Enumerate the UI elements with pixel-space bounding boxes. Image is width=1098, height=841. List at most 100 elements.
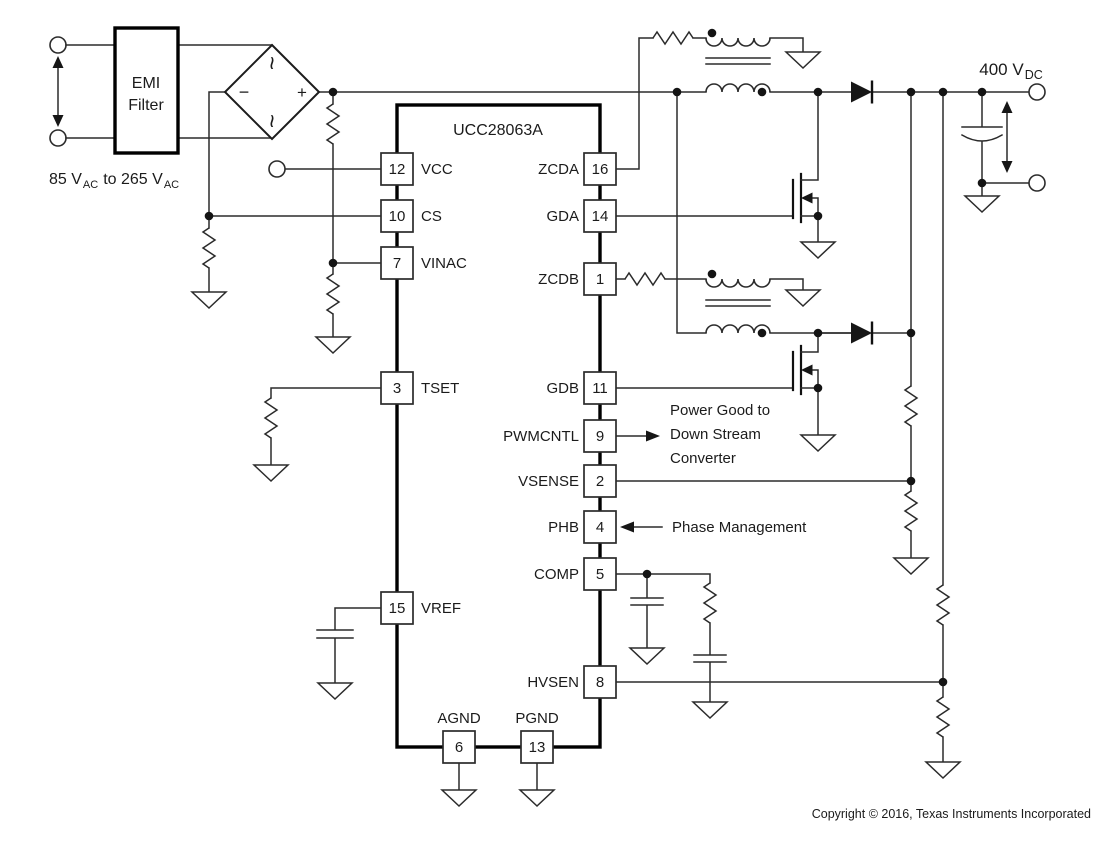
copyright-note: Copyright © 2016, Texas Instruments Inco… (812, 807, 1091, 821)
dc-output-terminal-positive (1028, 83, 1046, 101)
ground-symbol (253, 464, 289, 482)
aux-winding-a (705, 37, 771, 47)
pin-name: VREF (421, 600, 461, 617)
pin-name: GDA (546, 208, 579, 225)
pin-number: 11 (592, 380, 608, 397)
arrow-up-icon (52, 56, 64, 68)
pin-name: VINAC (421, 255, 467, 272)
zcda-resistor (652, 31, 694, 45)
pin-3-tset: 3 TSET (380, 371, 459, 405)
pin-number: 2 (596, 473, 604, 490)
vsense-divider (615, 91, 929, 575)
pwmcntl-note-line2: Down Stream (670, 426, 761, 443)
hvsen-upper-resistor (936, 584, 950, 626)
mosfet-body-arrow-icon (801, 364, 813, 376)
phb-arrow-note: Phase Management (620, 519, 807, 536)
pin-name: VSENSE (518, 473, 579, 490)
zcda-resistor-link (615, 31, 707, 170)
arrow-left-icon (620, 521, 634, 533)
mosfet-body-arrow-icon (801, 192, 813, 204)
ground-symbol (800, 434, 836, 452)
pin-number: 4 (596, 519, 604, 536)
output-capacitor (960, 91, 1030, 213)
pin-number: 5 (596, 566, 604, 583)
diode-icon (851, 322, 872, 344)
emi-filter-label-2: Filter (128, 97, 164, 114)
pin-10-cs: 10 CS (380, 199, 442, 233)
phb-note-label: Phase Management (672, 519, 807, 536)
pin-number: 9 (596, 428, 604, 445)
ground-symbol (964, 195, 1000, 213)
pin-number: 12 (389, 161, 406, 178)
pin-14-gda: 14 GDA (546, 199, 617, 233)
tset-resistor (264, 397, 278, 439)
ground-symbol (629, 647, 665, 665)
phase-dot (707, 28, 717, 38)
vsense-lower-resistor (904, 490, 918, 532)
ac-input-terminal-top (49, 36, 67, 54)
pin-number: 6 (455, 739, 463, 756)
pin-16-zcda: 16 ZCDA (538, 152, 617, 186)
pin-number: 3 (393, 380, 401, 397)
boost-transformer-a (705, 37, 821, 93)
dc-output-terminal-negative (1028, 174, 1046, 192)
emi-filter-block: EMI Filter (113, 26, 180, 155)
bridge-ac-symbol-top: ~ (258, 56, 285, 70)
pin-name: TSET (421, 380, 459, 397)
pin-11-gdb: 11 GDB (546, 371, 617, 405)
ic-body (395, 103, 602, 749)
pin-13-pgnd: 13 PGND (515, 710, 559, 807)
pin-number: 16 (592, 161, 609, 178)
hvsen-lower-resistor (936, 696, 950, 738)
ground-symbol (191, 291, 227, 309)
vinac-upper-resistor (326, 103, 340, 145)
bridge-plus-label: + (297, 83, 307, 102)
pin-8-hvsen: 8 HVSEN (527, 665, 617, 699)
pwmcntl-note-line3: Converter (670, 450, 736, 467)
phase-dot (757, 328, 767, 338)
pin-name: GDB (546, 380, 579, 397)
pin-number: 10 (389, 208, 406, 225)
ground-symbol (800, 241, 836, 259)
boost-transformer-b (705, 278, 852, 334)
vinac-lower-resistor (326, 273, 340, 315)
boost-diode-b (817, 321, 912, 345)
vinac-divider (315, 91, 382, 354)
boost-diode-a (851, 80, 874, 104)
comp-network (615, 573, 728, 719)
ground-symbol (925, 761, 961, 779)
pin-name: CS (421, 208, 442, 225)
ground-symbol (893, 557, 929, 575)
ground-symbol (519, 789, 555, 807)
pin-name: AGND (437, 710, 481, 727)
pin-name: PHB (548, 519, 579, 536)
arrow-right-icon (646, 430, 660, 442)
ground-symbol (441, 789, 477, 807)
phase-b-feed-wire (676, 91, 707, 334)
pin-name: PWMCNTL (503, 428, 579, 445)
hvsen-divider (615, 91, 961, 779)
bridge-diamond (223, 43, 321, 141)
comp-resistor (703, 582, 717, 624)
vcc-supply-terminal (268, 160, 286, 178)
pin-name: PGND (515, 710, 559, 727)
bridge-rectifier: ~ ~ − + (208, 43, 334, 217)
diode-icon (851, 81, 872, 103)
mosfet-b (615, 332, 836, 452)
pin-number: 8 (596, 674, 604, 691)
pin-5-comp: 5 COMP (534, 557, 617, 591)
ground-symbol (692, 701, 728, 719)
pin-number: 7 (393, 255, 401, 272)
arrow-up-icon (1001, 101, 1013, 113)
pin-15-vref: 15 VREF (380, 591, 461, 625)
bridge-ac-symbol-bottom: ~ (258, 114, 285, 128)
ground-symbol (785, 51, 821, 69)
pin-9-pwmcntl: 9 PWMCNTL (503, 419, 617, 453)
pin-2-vsense: 2 VSENSE (518, 464, 617, 498)
cs-resistor (202, 227, 216, 269)
bridge-minus-label: − (239, 82, 250, 102)
arrow-down-icon (52, 115, 64, 127)
